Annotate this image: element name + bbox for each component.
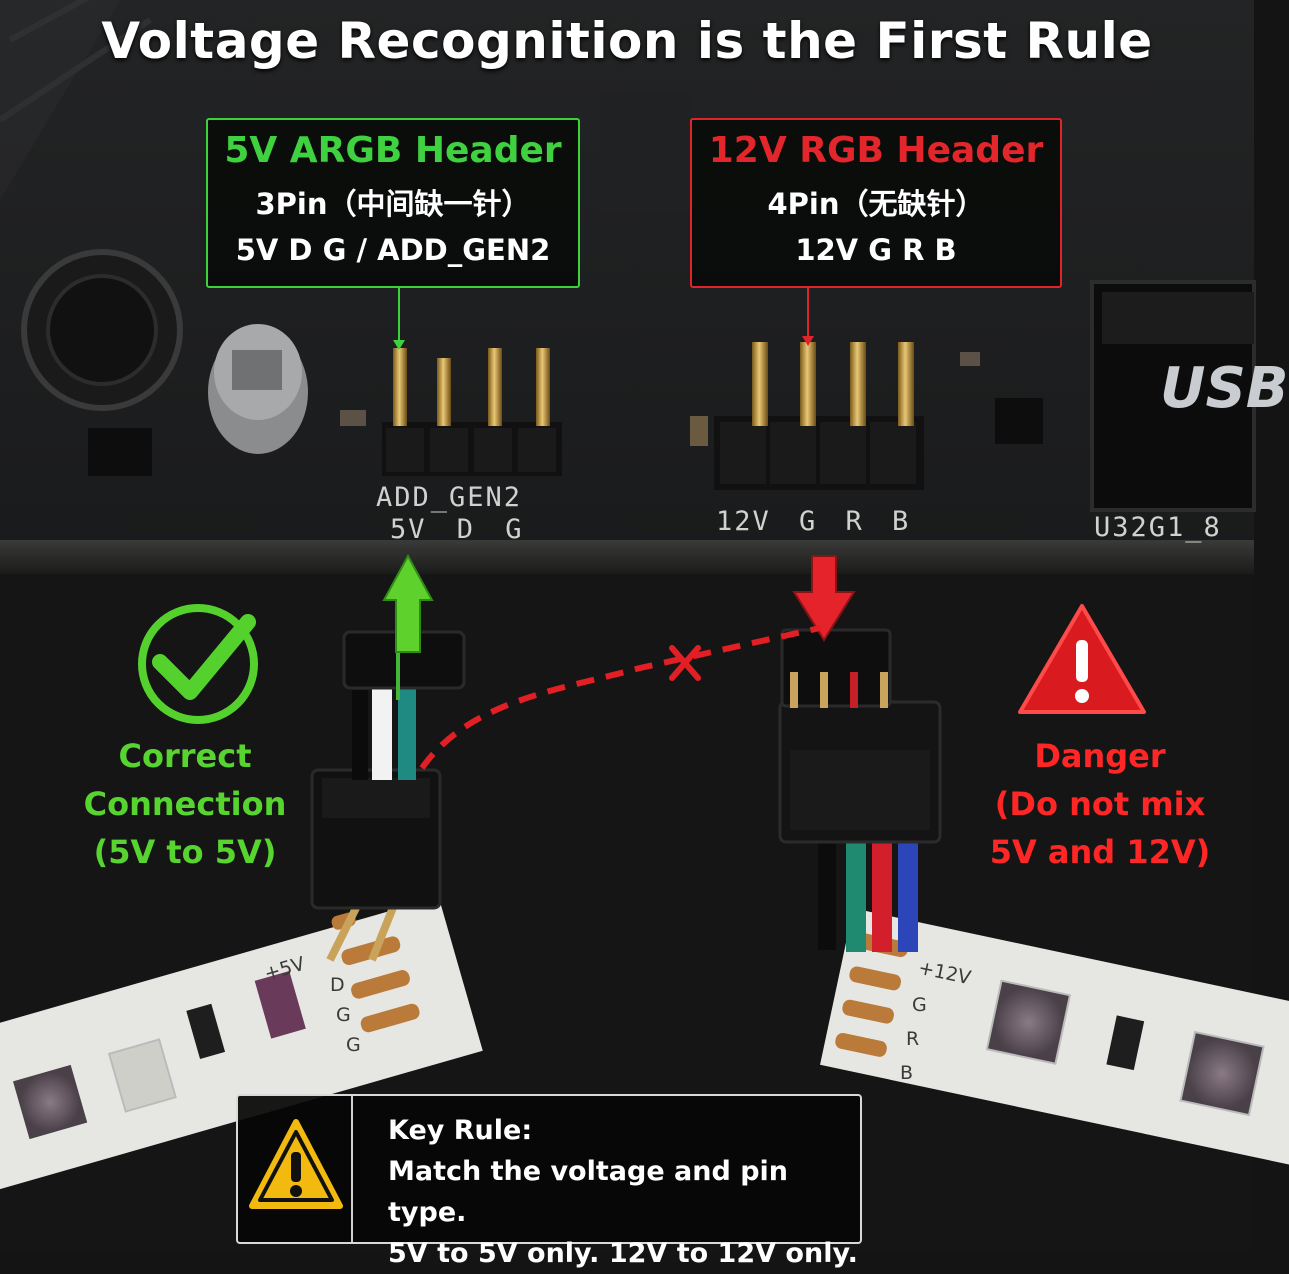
usb-port-label: USB [1160,356,1289,421]
wire-white [372,680,392,780]
key-rule-text: Key Rule: Match the voltage and pin type… [388,1110,860,1274]
heatsink [0,0,152,200]
motherboard [0,0,1254,548]
warning-triangle-icon [1018,604,1146,714]
danger-line-1: Danger [1034,737,1166,775]
pin-r [850,342,866,426]
wire-green [846,836,866,952]
pin-12v [752,342,768,426]
strip-5v-label-d: D [330,974,345,996]
key-rule-heading: Key Rule: [388,1115,533,1146]
key-rule-line-2: 5V to 5V only. 12V to 12V only. [388,1238,858,1269]
silkscreen-12v-pins: 12V G R B [716,506,911,537]
silkscreen-usb-header: U32G1_8 [1094,512,1222,543]
check-circle-icon [138,604,258,724]
page-title: Voltage Recognition is the First Rule [101,12,1153,70]
pin-d [488,348,502,426]
capacitor [208,324,308,454]
callout-5v-pointer-head [393,340,405,350]
scene-graphics [0,0,1289,1197]
connector-12v [778,628,942,952]
wire-red [872,836,892,952]
wire-green [398,680,416,780]
wire-black [818,840,836,950]
correct-arrow-up [382,553,434,653]
argb-header-5v [382,348,562,476]
silkscreen-5v-pins: 5V D G [390,514,524,545]
callout-5v-title: 5V ARGB Header [224,130,562,171]
pin-5v [393,348,407,426]
danger-line-3: 5V and 12V) [989,833,1211,871]
strip-5v-label-g2: G [346,1034,361,1056]
smd-resistor [690,416,708,446]
callout-12v-title: 12V RGB Header [708,130,1044,171]
danger-label: Danger (Do not mix 5V and 12V) [985,732,1215,876]
led-strip-5v [0,896,483,1197]
strip-12v-label-g: G [912,994,927,1016]
smd-resistor [960,352,980,366]
smd-chip [995,398,1043,444]
callout-12v-pins: 4Pin（无缺针） [767,187,985,221]
connector-5v [310,630,466,962]
correct-line-2: (5V to 5V) [93,833,277,871]
callout-5v-signals: 5V D G / ADD_GEN2 [235,233,551,267]
led-strip-12v [820,908,1289,1165]
pin-b [898,342,914,426]
callout-5v-pins: 3Pin（中间缺一针） [255,187,531,221]
correct-line-1: Correct Connection [83,737,287,823]
key-rule-line-1: Match the voltage and pin type. [388,1156,789,1228]
usb-header [1090,280,1256,512]
callout-5v-argb: 5V ARGB Header 3Pin（中间缺一针） 5V D G / ADD_… [206,118,580,288]
silk-block [600,90,690,210]
wrong-connection-cross [669,645,701,681]
danger-line-2: (Do not mix [994,785,1206,823]
strip-12v-label-r: R [906,1028,920,1050]
callout-12v-pointer-head [802,336,814,346]
key-rule-box: Key Rule: Match the voltage and pin type… [236,1094,862,1269]
callout-12v-signals: 12V G R B [795,233,957,267]
warning-icon [249,1119,343,1209]
strip-5v-label-g: G [336,1004,351,1026]
wire-blue [898,836,918,952]
key-rule-divider [351,1096,353,1242]
danger-arrow-down [792,555,856,642]
pin-missing [437,358,451,426]
rgb-header-12v [714,342,924,490]
wrong-connection-path [419,625,821,770]
pin-g [536,348,550,426]
motherboard-edge [0,540,1254,574]
pin-g [800,342,816,426]
correct-connection-label: Correct Connection (5V to 5V) [20,732,350,876]
silkscreen-add-gen2: ADD_GEN2 [376,482,523,513]
callout-12v-rgb: 12V RGB Header 4Pin（无缺针） 12V G R B [690,118,1062,288]
smd-chip [88,428,152,476]
wire-black [352,690,368,780]
strip-12v-label-b: B [900,1062,914,1084]
smd-resistor [340,410,366,426]
round-port [21,249,183,411]
